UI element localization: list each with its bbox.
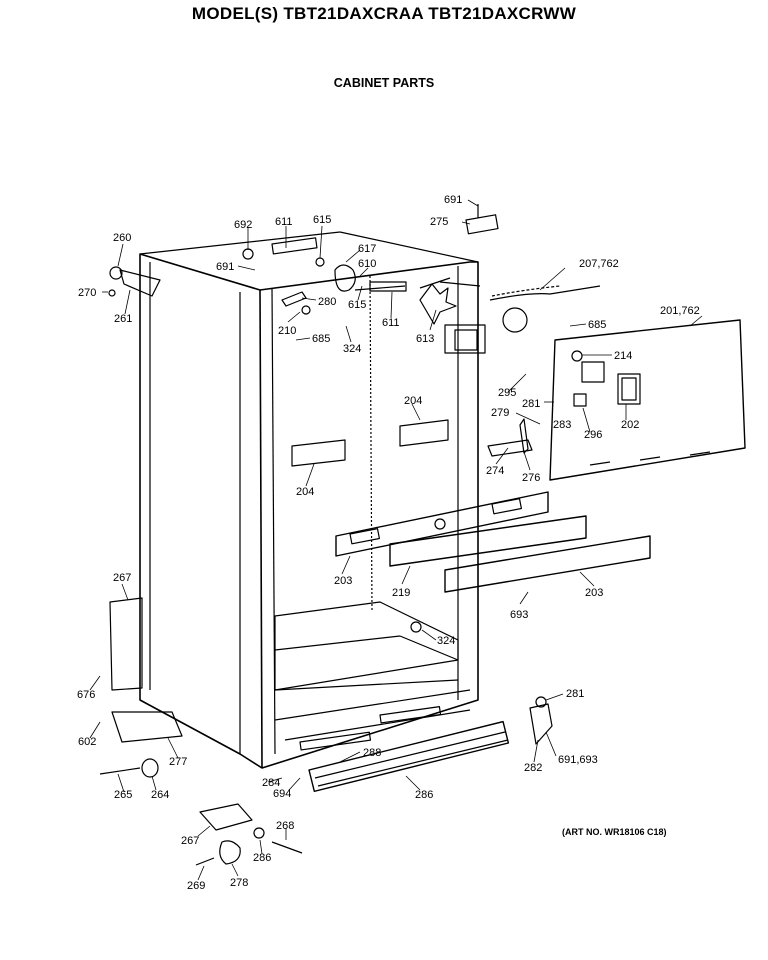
callout-label: 691,693 bbox=[558, 754, 598, 766]
callout-label: 615 bbox=[348, 299, 366, 311]
side-panel bbox=[109, 597, 143, 691]
callout-label: 282 bbox=[524, 762, 542, 774]
callout-label: 204 bbox=[296, 486, 314, 498]
callout-label: 279 bbox=[491, 407, 509, 419]
callout-label: 277 bbox=[169, 756, 187, 768]
callout-label: 203 bbox=[334, 575, 352, 587]
callout-label: 694 bbox=[273, 788, 291, 800]
leader-lines bbox=[89, 199, 703, 881]
callout-label: 610 bbox=[358, 258, 376, 270]
callout-label: 613 bbox=[416, 333, 434, 345]
brackets bbox=[291, 418, 533, 467]
callout-label: 275 bbox=[430, 216, 448, 228]
callout-label: 267 bbox=[113, 572, 131, 584]
callout-label: 280 bbox=[318, 296, 336, 308]
callout-label: 207,762 bbox=[579, 258, 619, 270]
callout-label: 602 bbox=[78, 736, 96, 748]
callout-label: 691 bbox=[216, 261, 234, 273]
callout-label: 268 bbox=[276, 820, 294, 832]
callout-label: 617 bbox=[358, 243, 376, 255]
callout-label: 691 bbox=[444, 194, 462, 206]
callout-label: 286 bbox=[415, 789, 433, 801]
cabinet-shell bbox=[139, 231, 479, 769]
callout-label: 210 bbox=[278, 325, 296, 337]
callout-label: 276 bbox=[522, 472, 540, 484]
callout-label: 202 bbox=[621, 419, 639, 431]
top-mechanism bbox=[242, 237, 601, 354]
callout-label: 295 bbox=[498, 387, 516, 399]
callout-label: 214 bbox=[614, 350, 632, 362]
callout-label: 296 bbox=[584, 429, 602, 441]
callout-label: 204 bbox=[404, 395, 422, 407]
callout-label: 692 bbox=[234, 219, 252, 231]
callout-label: 324 bbox=[343, 343, 361, 355]
control-panel bbox=[549, 319, 746, 481]
callout-label: 260 bbox=[113, 232, 131, 244]
callout-label: 261 bbox=[114, 313, 132, 325]
mullion-rails bbox=[335, 491, 651, 593]
callout-label: 615 bbox=[313, 214, 331, 226]
callout-label: 685 bbox=[588, 319, 606, 331]
callout-label: 281 bbox=[522, 398, 540, 410]
callout-label: 264 bbox=[151, 789, 169, 801]
callout-label: 288 bbox=[363, 747, 381, 759]
callout-label: 324 bbox=[437, 635, 455, 647]
callout-label: 274 bbox=[486, 465, 504, 477]
callout-label: 269 bbox=[187, 880, 205, 892]
callout-labels: 691 275 692 611 615 617 260 691 610 207,… bbox=[77, 194, 700, 892]
callout-label: 201,762 bbox=[660, 305, 700, 317]
callout-label: 270 bbox=[78, 287, 96, 299]
callout-label: 219 bbox=[392, 587, 410, 599]
callout-label: 286 bbox=[253, 852, 271, 864]
callout-label: 265 bbox=[114, 789, 132, 801]
callout-label: 693 bbox=[510, 609, 528, 621]
callout-label: 284 bbox=[262, 777, 280, 789]
model-title: MODEL(S) TBT21DAXCRAA TBT21DAXCRWW bbox=[191, 4, 577, 23]
art-number: (ART NO. WR18106 C18) bbox=[562, 827, 667, 837]
section-title: CABINET PARTS bbox=[333, 76, 435, 90]
callout-label: 611 bbox=[275, 216, 293, 228]
callout-label: 676 bbox=[77, 689, 95, 701]
callout-label: 283 bbox=[553, 419, 571, 431]
callout-label: 267 bbox=[181, 835, 199, 847]
lower-parts bbox=[99, 204, 553, 866]
freezer-floor bbox=[274, 601, 471, 751]
callout-label: 281 bbox=[566, 688, 584, 700]
callout-label: 685 bbox=[312, 333, 330, 345]
callout-label: 203 bbox=[585, 587, 603, 599]
callout-label: 278 bbox=[230, 877, 248, 889]
callout-label: 611 bbox=[382, 317, 400, 329]
